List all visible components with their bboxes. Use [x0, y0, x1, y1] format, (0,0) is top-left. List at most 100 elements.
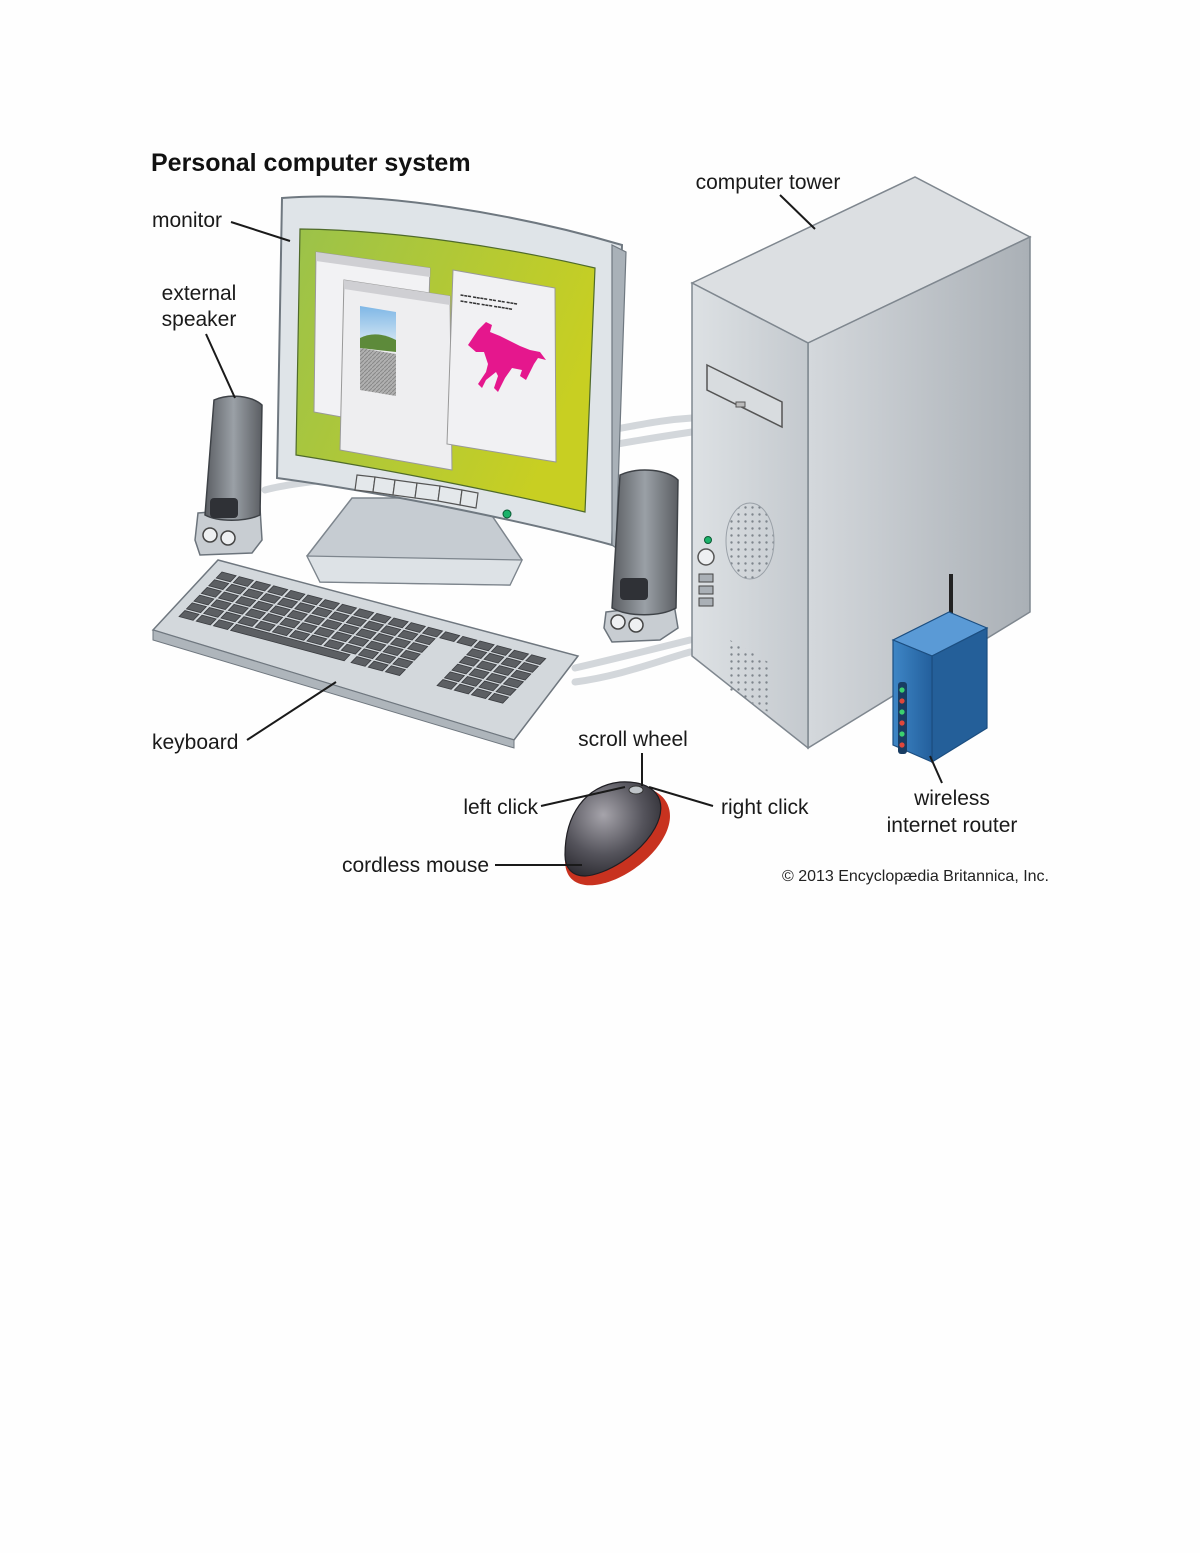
keyboard-key	[525, 654, 547, 666]
keyboard-key	[259, 593, 282, 604]
keyboard-key	[195, 614, 217, 626]
keyboard-key	[217, 591, 240, 603]
keyboard-key	[294, 602, 316, 613]
keyboard-key	[311, 606, 333, 618]
label-keyboard: keyboard	[152, 731, 238, 754]
keyboard-key	[178, 610, 200, 621]
keyboard-key	[443, 671, 466, 683]
keyboard-key	[328, 611, 350, 623]
keyboard-key	[323, 639, 345, 650]
keyboard-key	[495, 685, 517, 696]
keyboard-key	[517, 662, 540, 673]
keyboard-key	[456, 635, 478, 647]
keyboard-key	[389, 637, 412, 649]
copyright-notice: © 2013 Encyclopædia Britannica, Inc.	[782, 868, 1049, 885]
tower-icon	[690, 176, 1032, 750]
keyboard-key	[318, 599, 341, 610]
keyboard-key	[335, 603, 358, 615]
keyboard-key	[374, 653, 397, 664]
label-right-click: right click	[721, 796, 809, 819]
keyboard-key	[382, 645, 404, 656]
keyboard-key	[202, 607, 225, 618]
label-computer-tower: computer tower	[696, 171, 841, 194]
keyboard-key	[490, 645, 513, 656]
keyboard-key	[284, 589, 306, 601]
keyboard-key	[406, 642, 429, 653]
keyboard-key	[220, 611, 242, 623]
speaker-icon	[194, 395, 263, 556]
keyboard-key	[340, 643, 362, 655]
keyboard-key	[483, 652, 505, 664]
keyboard-key	[414, 634, 436, 646]
keyboard-key	[193, 594, 215, 606]
keyboard-key	[249, 580, 272, 592]
label-external-speaker-line2: speaker	[162, 308, 237, 331]
keyboard-key	[261, 613, 284, 624]
keyboard-key	[357, 648, 380, 660]
keyboard-key	[279, 617, 301, 629]
keyboard-key	[451, 663, 473, 675]
keyboard-key	[502, 677, 525, 689]
keyboard-icon	[151, 559, 580, 749]
keyboard-key	[313, 626, 335, 638]
keyboard-key	[338, 623, 360, 635]
keyboard-key	[492, 665, 515, 676]
keyboard-key	[392, 657, 414, 669]
keyboard-key	[507, 649, 530, 661]
keyboard-key	[345, 616, 368, 627]
keyboard-key	[404, 622, 427, 633]
keyboard-key	[320, 619, 343, 630]
keyboard-key	[244, 608, 267, 620]
label-left-click: left click	[463, 796, 538, 819]
monitor-icon: ▬▬▬ ▬▬▬▬ ▬▬ ▬▬ ▬▬▬ ▬▬ ▬▬▬ ▬▬▬ ▬▬▬▬▬	[275, 195, 627, 586]
router-icon	[891, 574, 989, 764]
screen-window-document: ▬▬▬ ▬▬▬▬ ▬▬ ▬▬ ▬▬▬ ▬▬ ▬▬▬ ▬▬▬ ▬▬▬▬▬	[446, 269, 557, 463]
keyboard-key	[303, 614, 326, 626]
keyboard-key	[212, 619, 235, 631]
keyboard-key	[237, 616, 259, 627]
keyboard-key	[200, 586, 223, 598]
keyboard-key	[384, 665, 407, 677]
keyboard-key	[286, 609, 309, 621]
keyboard-key	[330, 631, 353, 643]
speaker-icon	[603, 469, 679, 643]
keyboard-key	[301, 594, 323, 606]
screen-window-photo	[339, 279, 453, 471]
keyboard-key	[288, 630, 311, 641]
keyboard-key	[470, 688, 493, 700]
diagram-title: Personal computer system	[151, 149, 471, 177]
keyboard-key	[229, 623, 351, 662]
keyboard-key	[252, 600, 274, 612]
keyboard-key	[185, 602, 208, 614]
keyboard-key	[234, 596, 257, 607]
keyboard-key	[271, 625, 294, 637]
keyboard-key	[225, 583, 247, 595]
keyboard-key	[387, 617, 409, 629]
keyboard-key	[215, 571, 237, 583]
keyboard-key	[296, 622, 318, 633]
keyboard-key	[485, 672, 507, 684]
keyboard-key	[365, 640, 387, 652]
keyboard-key	[210, 599, 232, 610]
keyboard-key	[510, 669, 532, 681]
keyboard-key	[397, 629, 419, 641]
keyboard-key	[350, 656, 372, 667]
label-scroll-wheel: scroll wheel	[578, 728, 688, 751]
keyboard-key	[380, 625, 402, 636]
keyboard-key	[500, 657, 522, 669]
keyboard-key	[473, 640, 495, 652]
keyboard-key	[475, 660, 498, 672]
label-router-line1: wireless	[913, 787, 990, 810]
keyboard-key	[478, 680, 500, 692]
label-router-line2: internet router	[887, 814, 1018, 837]
keyboard-key	[367, 660, 389, 672]
keyboard-key	[466, 648, 488, 659]
keyboard-key	[306, 634, 328, 646]
keyboard-key	[370, 612, 392, 624]
monitor-buttons	[354, 474, 479, 509]
keyboard-key	[362, 620, 385, 632]
horse-icon	[468, 322, 546, 392]
keyboard-key	[439, 631, 461, 643]
label-monitor: monitor	[152, 209, 222, 232]
